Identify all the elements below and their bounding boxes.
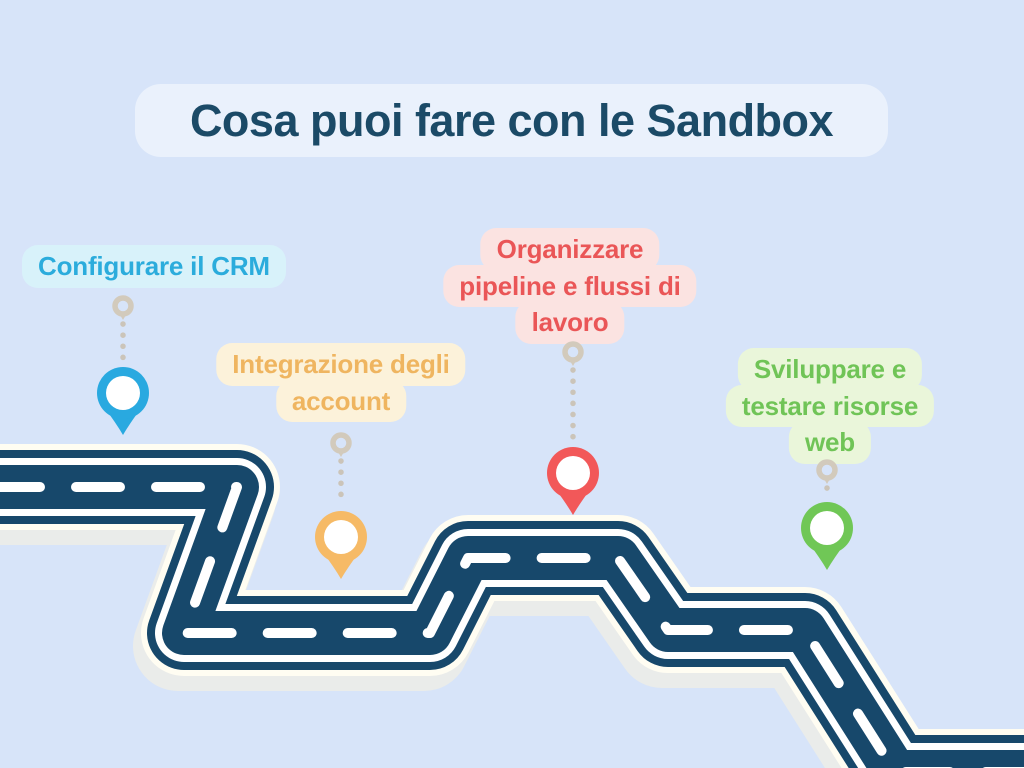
milestone-label-line: Sviluppare e xyxy=(737,348,923,391)
milestone-marker-organize-pipelines xyxy=(547,341,599,515)
road-center-dashes xyxy=(0,482,1024,768)
milestone-label-line: pipeline e flussi di xyxy=(443,264,697,307)
milestone-label-line: web xyxy=(789,421,871,464)
milestone-label-line: Configurare il CRM xyxy=(22,245,286,288)
map-pin-icon xyxy=(97,367,149,435)
milestone-label-account-integration: Integrazione degli account xyxy=(216,343,466,422)
title-card: Cosa puoi fare con le Sandbox xyxy=(135,84,888,157)
milestone-marker-develop-test-web xyxy=(801,459,853,570)
milestone-label-organize-pipelines: Organizzare pipeline e flussi di lavoro xyxy=(443,228,697,344)
milestone-label-configure-crm: Configurare il CRM xyxy=(22,245,286,288)
ghost-ring-icon xyxy=(816,459,838,484)
milestone-label-line: testare risorse xyxy=(725,384,935,427)
ghost-ring-icon xyxy=(562,341,584,366)
milestone-label-line: Organizzare xyxy=(480,228,660,271)
milestone-marker-configure-crm xyxy=(97,295,149,435)
milestone-label-line: account xyxy=(275,379,407,422)
page-title: Cosa puoi fare con le Sandbox xyxy=(189,94,834,146)
map-pin-icon xyxy=(315,511,367,579)
ghost-ring-icon xyxy=(112,295,134,320)
map-pin-icon xyxy=(801,502,853,570)
milestone-label-line: lavoro xyxy=(515,301,625,344)
milestone-label-develop-test-web: Sviluppare e testare risorse web xyxy=(725,348,935,464)
ghost-ring-icon xyxy=(330,432,352,457)
milestone-marker-account-integration xyxy=(315,432,367,579)
map-pin-icon xyxy=(547,447,599,515)
milestone-label-line: Integrazione degli xyxy=(216,343,466,386)
